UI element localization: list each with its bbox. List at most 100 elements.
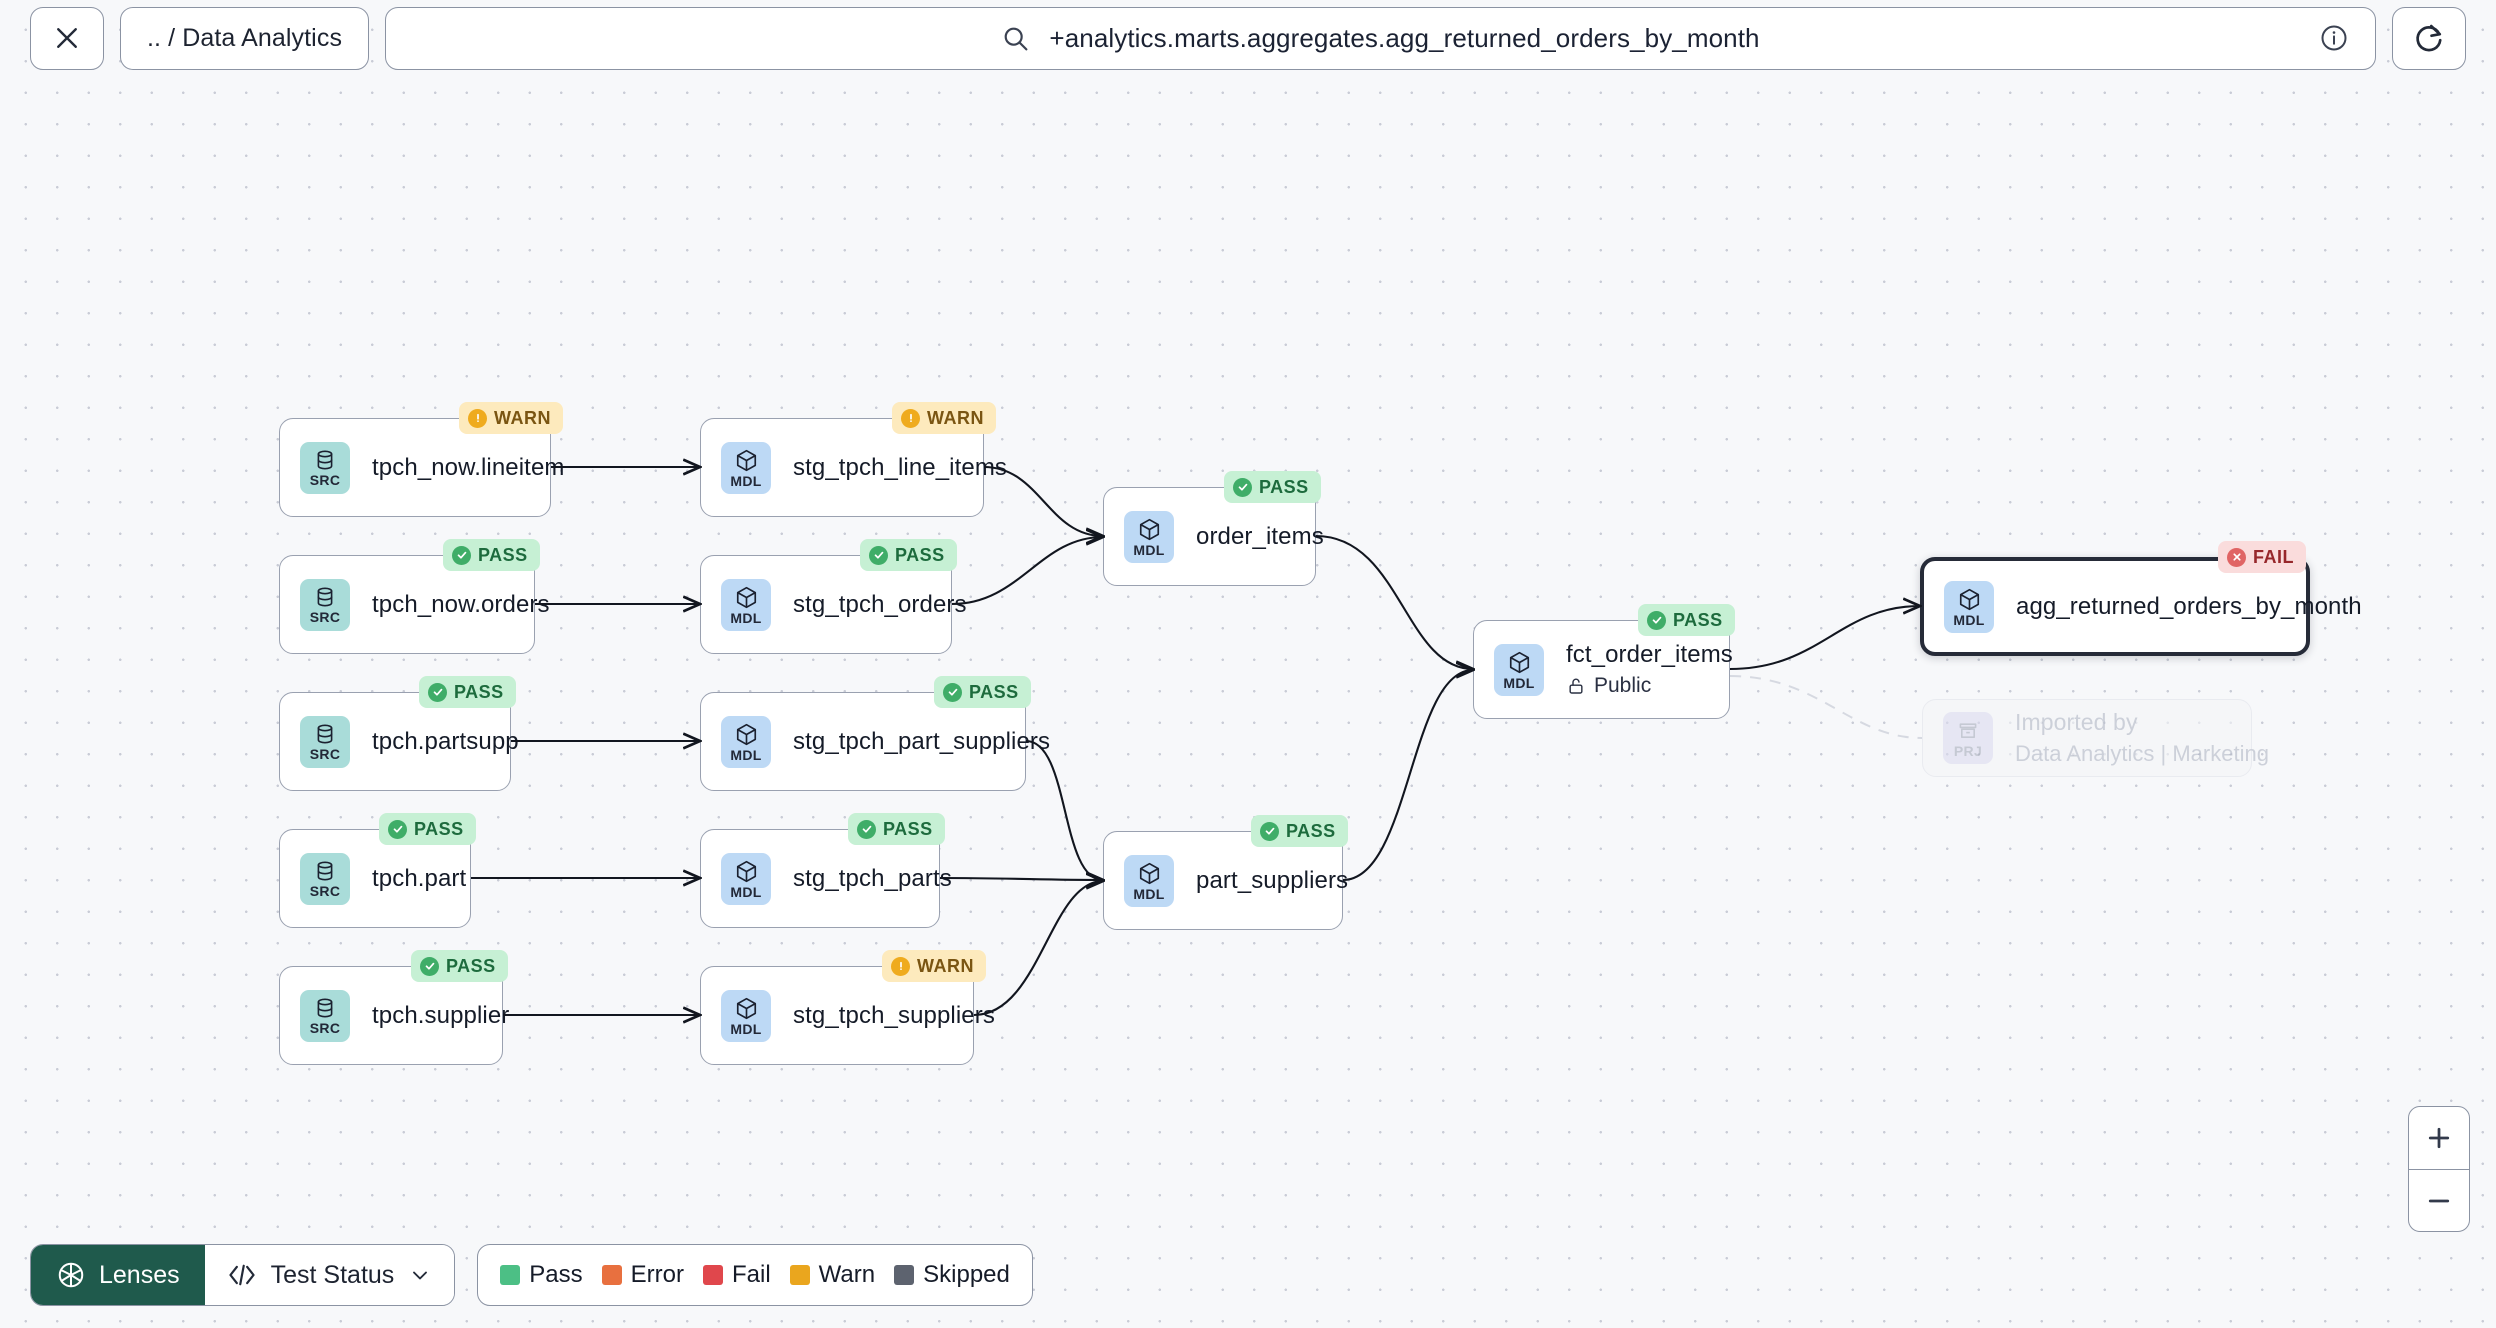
status-badge-icon	[388, 819, 407, 839]
cube-icon	[1139, 862, 1159, 884]
status-badge-label: PASS	[895, 544, 945, 565]
node-type-label: MDL	[730, 609, 762, 626]
status-badge-icon	[452, 545, 471, 565]
status-badge-pass[interactable]: PASS	[1638, 604, 1735, 636]
status-badge-icon	[428, 682, 447, 702]
node-body: stg_tpch_orders	[793, 591, 967, 619]
node-type-badge-src: SRC	[300, 989, 350, 1042]
status-badge-label: PASS	[1673, 609, 1723, 630]
node-label: stg_tpch_part_suppliers	[793, 727, 1051, 755]
node-type-label: MDL	[1133, 885, 1165, 902]
node-type-label: MDL	[730, 883, 762, 900]
check-icon	[1265, 827, 1274, 835]
node-type-badge-mdl: MDL	[721, 989, 771, 1042]
status-badge-icon	[1260, 821, 1279, 841]
check-icon	[862, 825, 871, 833]
legend-item-skipped[interactable]: Skipped	[894, 1261, 1010, 1289]
node-type-badge-mdl: MDL	[721, 441, 771, 494]
node-label: stg_tpch_orders	[793, 590, 967, 618]
graph-node-mdl-stg-suppliers[interactable]: MDL stg_tpch_suppliers	[700, 966, 995, 1065]
status-badge-pass[interactable]: PASS	[1224, 471, 1321, 503]
status-badge-warn[interactable]: WARN	[892, 402, 996, 434]
legend-item-fail[interactable]: Fail	[703, 1261, 771, 1289]
legend-label: Error	[630, 1261, 684, 1288]
status-badge-warn[interactable]: WARN	[459, 402, 563, 434]
graph-node-mdl-stg-orders[interactable]: MDL stg_tpch_orders	[700, 555, 967, 654]
close-button[interactable]	[30, 6, 104, 70]
node-body: tpch_now.lineitem	[372, 454, 564, 482]
node-type-label: SRC	[309, 1020, 341, 1036]
test-status-dropdown[interactable]: Test Status	[204, 1245, 455, 1305]
legend-item-warn[interactable]: Warn	[789, 1261, 875, 1289]
status-badge-label: WARN	[494, 407, 551, 428]
close-icon	[57, 28, 77, 48]
status-badge-pass[interactable]: PASS	[419, 676, 516, 708]
node-type-badge-mdl: MDL	[721, 715, 771, 768]
zoom-in-button[interactable]	[2409, 1107, 2469, 1169]
check-icon	[425, 962, 434, 970]
status-badge-pass[interactable]: PASS	[1251, 815, 1348, 847]
graph-node-src-supplier[interactable]: SRC tpch.supplier	[279, 966, 509, 1065]
legend-item-pass[interactable]: Pass	[500, 1261, 583, 1289]
node-label: fct_order_items	[1566, 641, 1733, 668]
status-badge-label: WARN	[927, 407, 984, 428]
status-badge-pass[interactable]: PASS	[379, 813, 476, 845]
x-icon	[2232, 553, 2241, 561]
exclamation-icon	[899, 961, 902, 971]
legend-item-error[interactable]: Error	[601, 1261, 684, 1289]
node-label: tpch.partsupp	[372, 727, 519, 755]
node-label: agg_returned_orders_by_month	[2016, 592, 2362, 620]
info-icon[interactable]	[2319, 23, 2349, 53]
node-type-label: SRC	[309, 883, 341, 899]
zoom-out-button[interactable]	[2409, 1169, 2469, 1231]
unlock-icon	[1569, 678, 1583, 694]
node-sublabel-top: Imported by	[2015, 709, 2138, 735]
status-badge-pass[interactable]: PASS	[860, 539, 957, 571]
lenses-button[interactable]: Lenses	[31, 1245, 205, 1305]
status-badge-pass[interactable]: PASS	[443, 539, 540, 571]
graph-node-mdl-agg-returned[interactable]: MDL agg_returned_orders_by_month	[1920, 557, 2362, 656]
status-badge-pass[interactable]: PASS	[411, 950, 508, 982]
top-toolbar: .. / Data Analytics +analytics.marts.agg…	[0, 0, 2496, 76]
node-label: stg_tpch_suppliers	[793, 1001, 995, 1029]
check-icon	[457, 551, 466, 559]
node-type-label: MDL	[1133, 541, 1165, 558]
search-input[interactable]: +analytics.marts.aggregates.agg_returned…	[385, 6, 2376, 70]
node-label: tpch.supplier	[372, 1001, 510, 1029]
status-badge-label: PASS	[454, 681, 504, 702]
status-badge-fail[interactable]: FAIL	[2218, 541, 2306, 573]
node-type-label: SRC	[309, 746, 341, 762]
project-icon	[1959, 722, 1977, 738]
node-type-badge-mdl: MDL	[1124, 854, 1174, 907]
graph-node-mdl-stg-partsup[interactable]: MDL stg_tpch_part_suppliers	[700, 692, 1050, 791]
refresh-button[interactable]	[2392, 6, 2466, 70]
status-badge-pass[interactable]: PASS	[848, 813, 945, 845]
status-badge-icon	[943, 682, 962, 702]
node-type-label: MDL	[1953, 611, 1985, 628]
breadcrumb[interactable]: .. / Data Analytics	[120, 6, 370, 70]
status-badge-pass[interactable]: PASS	[934, 676, 1031, 708]
cube-icon	[1509, 651, 1529, 673]
node-body: order_items	[1196, 523, 1324, 551]
node-visibility: Public	[1566, 674, 1733, 698]
cube-icon	[1959, 588, 1979, 610]
graph-node-src-partsupp[interactable]: SRC tpch.partsupp	[279, 692, 519, 791]
chevron-down-icon	[413, 1271, 428, 1280]
status-badge-label: PASS	[446, 955, 496, 976]
status-badge-warn[interactable]: WARN	[882, 950, 986, 982]
node-type-label: PRJ	[1953, 742, 1983, 759]
zoom-controls	[2408, 1106, 2470, 1232]
database-icon	[317, 998, 333, 1018]
status-badge-icon	[869, 545, 888, 565]
